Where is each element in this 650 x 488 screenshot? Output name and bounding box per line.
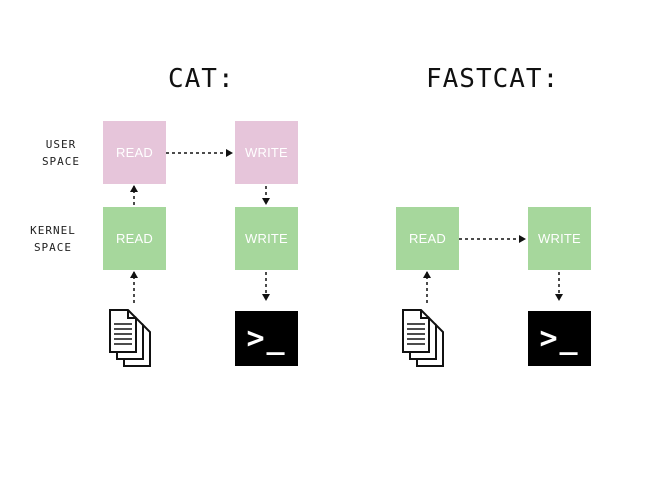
fastcat-terminal-icon: >_ (528, 311, 591, 366)
cat-user-write-box: WRITE (235, 121, 298, 184)
cat-kernel-read-box: READ (103, 207, 166, 270)
kernel-space-label-line2: SPACE (33, 241, 73, 254)
kernel-space-label: KERNEL SPACE (22, 222, 84, 256)
fastcat-document-stack-icon (402, 309, 444, 367)
fastcat-kernel-read-box: READ (396, 207, 459, 270)
user-space-label-line2: SPACE (41, 155, 81, 168)
cat-user-read-box: READ (103, 121, 166, 184)
fastcat-kernel-write-box: WRITE (528, 207, 591, 270)
kernel-space-label-line1: KERNEL (30, 224, 76, 237)
cat-heading: CAT: (168, 64, 235, 94)
user-space-label: USER SPACE (30, 136, 92, 170)
cat-terminal-icon: >_ (235, 311, 298, 366)
cat-document-stack-icon (109, 309, 151, 367)
fastcat-heading: FASTCAT: (426, 64, 560, 94)
user-space-label-line1: USER (45, 138, 77, 151)
cat-kernel-write-box: WRITE (235, 207, 298, 270)
